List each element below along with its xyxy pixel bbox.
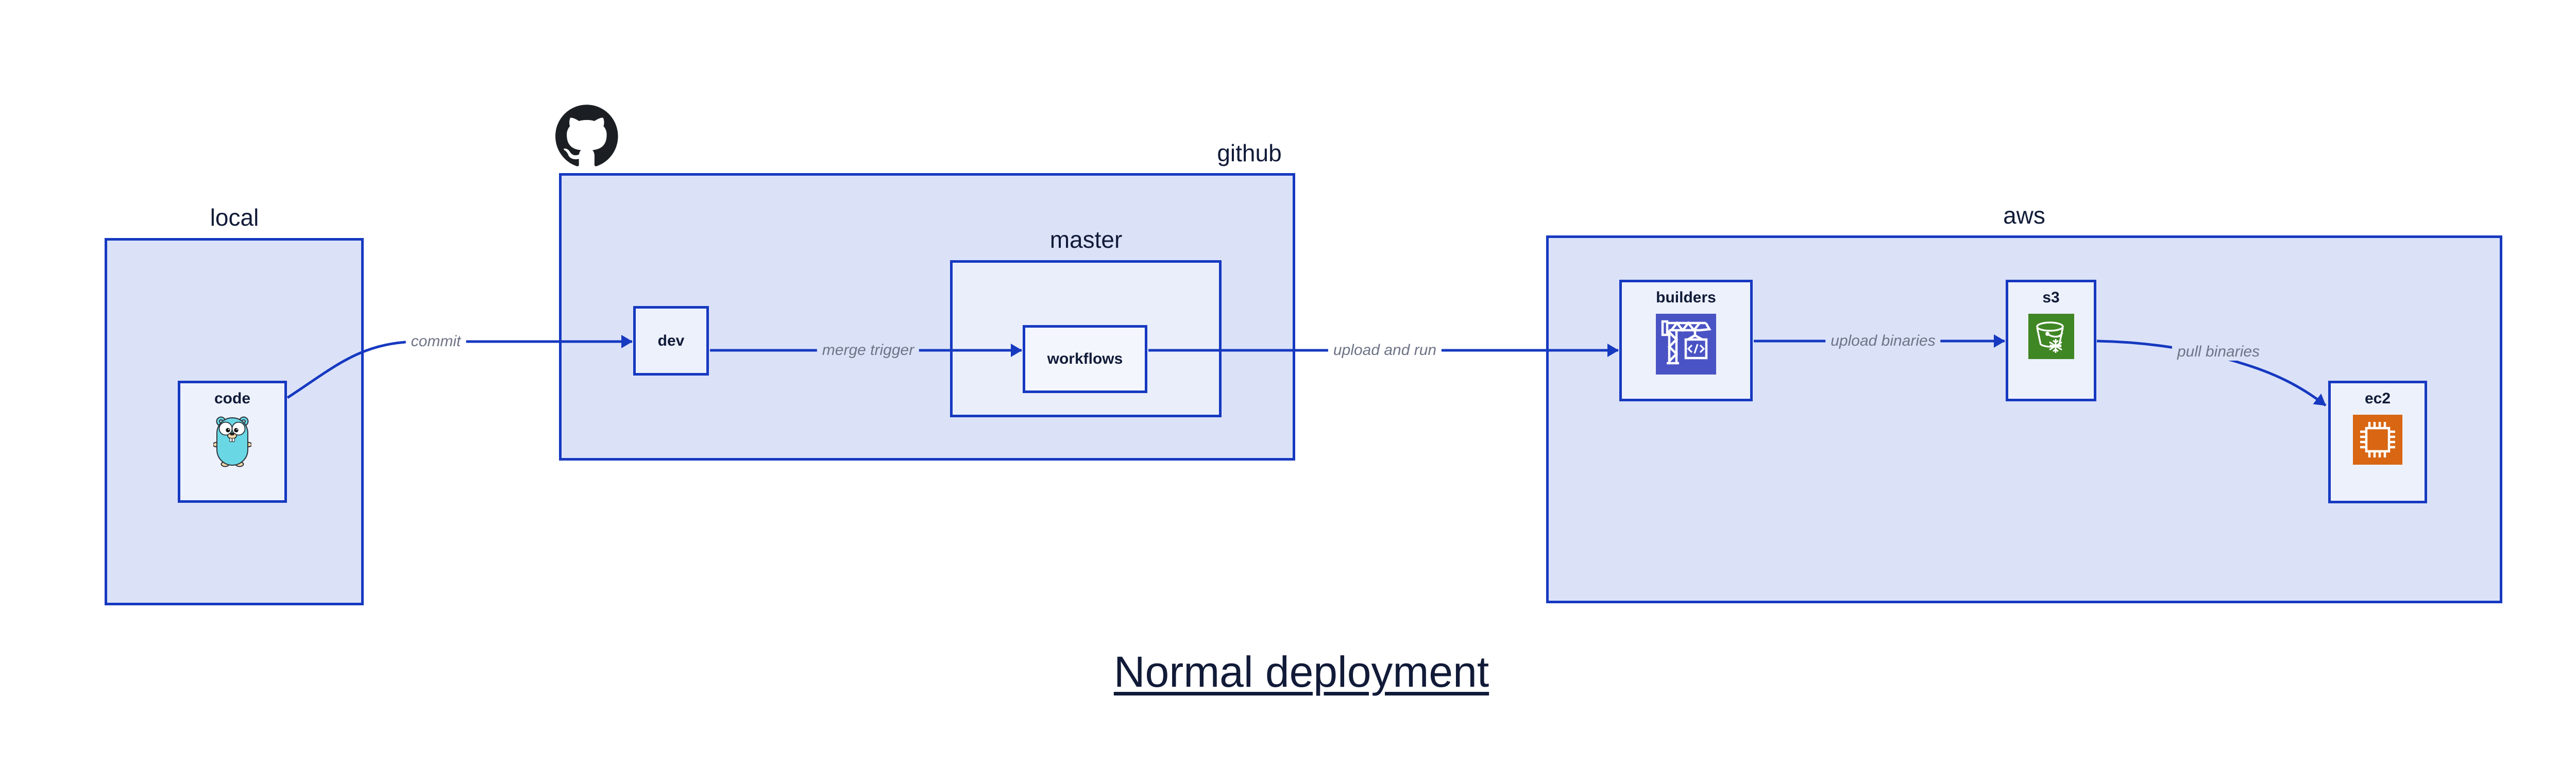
- github-octocat-icon: [555, 104, 618, 169]
- master-container-label: master: [1049, 226, 1123, 253]
- ec2-chip-icon: [2353, 415, 2402, 467]
- ec2-node-label: ec2: [2364, 390, 2391, 407]
- github-container-label: github: [1217, 140, 1282, 166]
- edge-label-pull-binaries: pull binaries: [2172, 343, 2265, 361]
- edge-label-merge-trigger: merge trigger: [817, 342, 920, 359]
- s3-node-label: s3: [2042, 289, 2060, 306]
- node-code: code: [178, 381, 287, 503]
- node-ec2: ec2: [2328, 381, 2427, 503]
- go-gopher-icon: [212, 415, 252, 470]
- s3-glacier-bucket-icon: [2028, 314, 2074, 362]
- node-s3: s3: [2006, 280, 2096, 401]
- node-builders: builders: [1619, 280, 1753, 401]
- local-container-label: local: [210, 204, 259, 231]
- edge-label-upload-binaries: upload binaries: [1825, 332, 1941, 350]
- edge-label-commit: commit: [405, 333, 466, 350]
- node-dev: dev: [633, 306, 709, 376]
- aws-container-label: aws: [2003, 202, 2045, 229]
- diagram-title: Normal deployment: [1113, 648, 1489, 696]
- builders-node-label: builders: [1656, 289, 1716, 306]
- workflows-node-label: workflows: [1047, 350, 1123, 367]
- edge-label-upload-and-run: upload and run: [1328, 342, 1442, 359]
- node-workflows: workflows: [1023, 325, 1147, 393]
- codebuild-crane-icon: [1656, 314, 1716, 377]
- code-node-label: code: [214, 390, 251, 407]
- dev-node-label: dev: [657, 332, 685, 349]
